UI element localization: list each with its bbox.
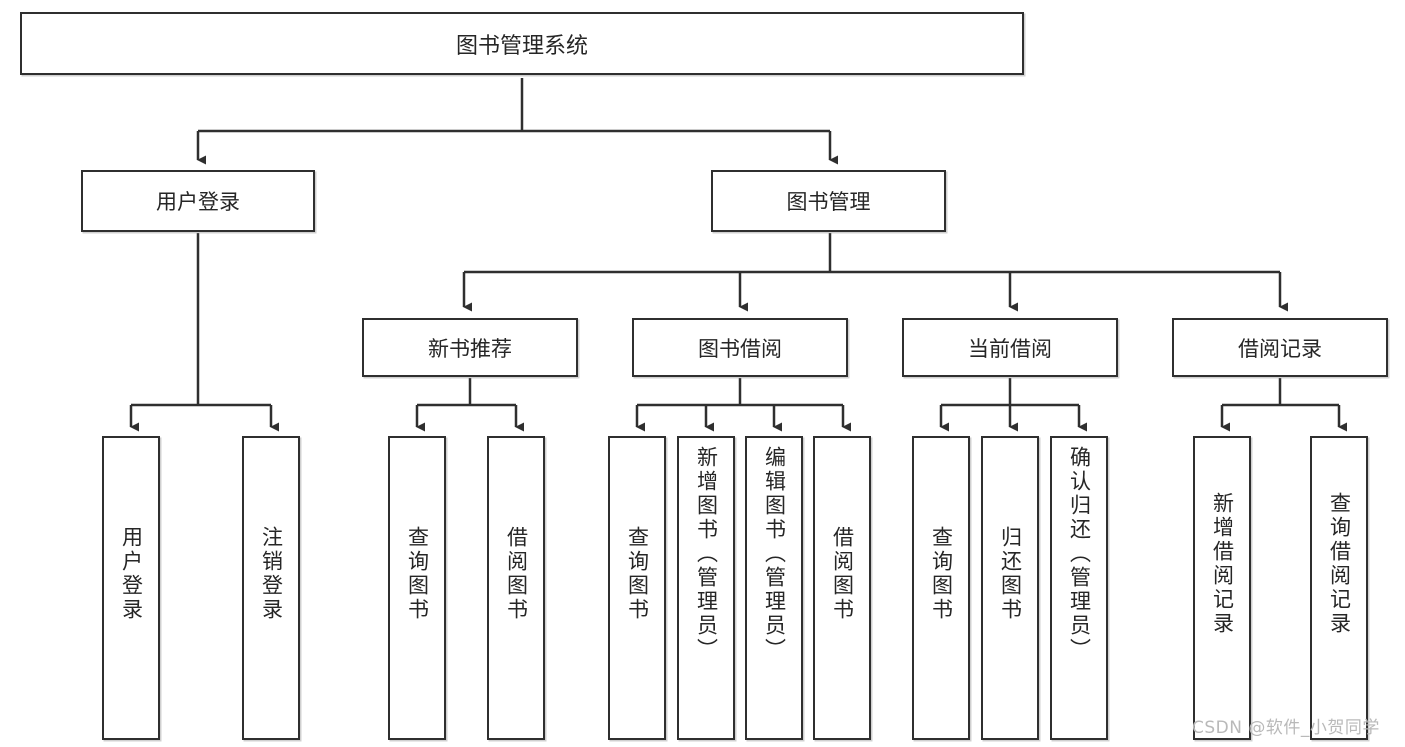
leaf-user-logout-label: 注销登录	[259, 526, 284, 622]
leaf-query-book-borrow-label: 查询图书	[625, 526, 650, 622]
leaf-add-book-admin-label: 新增图书（管理员）	[694, 446, 719, 662]
node-new-book-recommend[interactable]: 新书推荐	[362, 318, 578, 377]
leaf-return-book[interactable]: 归还图书	[981, 436, 1039, 740]
leaf-query-book-current-label: 查询图书	[929, 526, 954, 622]
node-book-borrow-label: 图书借阅	[698, 336, 782, 361]
leaf-borrow-book-new[interactable]: 借阅图书	[487, 436, 545, 740]
leaf-user-logout[interactable]: 注销登录	[242, 436, 300, 740]
node-new-book-recommend-label: 新书推荐	[428, 336, 512, 361]
leaf-confirm-return-admin[interactable]: 确认归还（管理员）	[1050, 436, 1108, 740]
leaf-query-borrow-record[interactable]: 查询借阅记录	[1310, 436, 1368, 740]
leaf-query-borrow-record-label: 查询借阅记录	[1327, 492, 1352, 636]
leaf-query-book-borrow[interactable]: 查询图书	[608, 436, 666, 740]
node-book-borrow[interactable]: 图书借阅	[632, 318, 848, 377]
node-borrow-record[interactable]: 借阅记录	[1172, 318, 1388, 377]
node-borrow-record-label: 借阅记录	[1238, 336, 1322, 361]
node-root-label: 图书管理系统	[455, 33, 588, 59]
node-book-management-label: 图书管理	[786, 190, 871, 214]
leaf-user-login[interactable]: 用户登录	[102, 436, 160, 740]
leaf-query-book-new-label: 查询图书	[405, 526, 430, 622]
leaf-edit-book-admin[interactable]: 编辑图书（管理员）	[745, 436, 803, 740]
leaf-borrow-book[interactable]: 借阅图书	[813, 436, 871, 740]
leaf-user-login-label: 用户登录	[119, 526, 144, 622]
node-book-management[interactable]: 图书管理	[711, 170, 946, 232]
node-current-borrow[interactable]: 当前借阅	[902, 318, 1118, 377]
node-user-login-label: 用户登录	[156, 190, 240, 214]
csdn-watermark: CSDN @软件_小贺同学	[1192, 718, 1380, 738]
node-current-borrow-label: 当前借阅	[968, 336, 1052, 361]
node-root[interactable]: 图书管理系统	[20, 12, 1024, 75]
leaf-confirm-return-admin-label: 确认归还（管理员）	[1067, 446, 1092, 662]
leaf-edit-book-admin-label: 编辑图书（管理员）	[762, 446, 787, 662]
leaf-return-book-label: 归还图书	[998, 526, 1023, 622]
leaf-add-borrow-record[interactable]: 新增借阅记录	[1193, 436, 1251, 740]
node-user-login[interactable]: 用户登录	[81, 170, 315, 232]
leaf-add-book-admin[interactable]: 新增图书（管理员）	[677, 436, 735, 740]
leaf-borrow-book-label: 借阅图书	[830, 526, 855, 622]
leaf-query-book-new[interactable]: 查询图书	[388, 436, 446, 740]
leaf-query-book-current[interactable]: 查询图书	[912, 436, 970, 740]
leaf-add-borrow-record-label: 新增借阅记录	[1210, 492, 1235, 636]
leaf-borrow-book-new-label: 借阅图书	[504, 526, 529, 622]
